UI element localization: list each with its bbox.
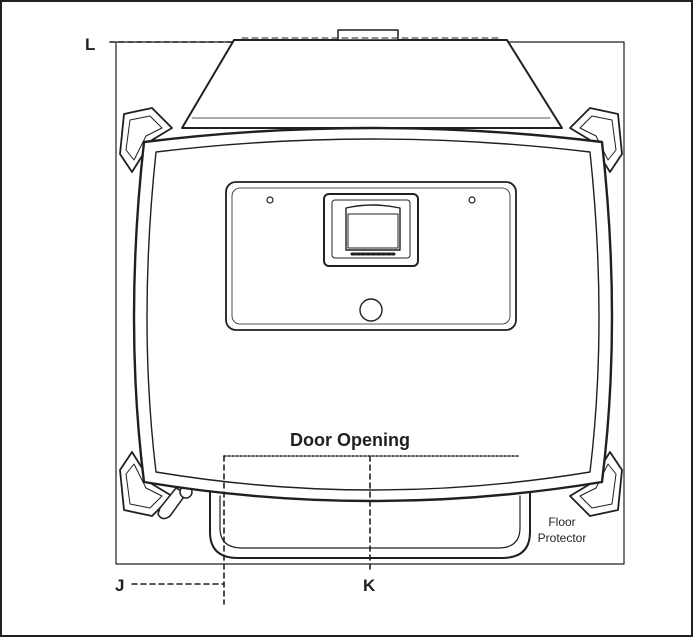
label-j: J <box>115 576 124 596</box>
label-floor-protector: Floor Protector <box>522 514 602 546</box>
label-k: K <box>363 576 375 596</box>
label-l: L <box>85 35 95 55</box>
label-floor-protector-line1: Floor <box>522 514 602 530</box>
flue-housing <box>182 30 562 128</box>
label-door-opening: Door Opening <box>290 430 410 451</box>
label-floor-protector-line2: Protector <box>522 530 602 546</box>
door-handle <box>324 194 418 266</box>
